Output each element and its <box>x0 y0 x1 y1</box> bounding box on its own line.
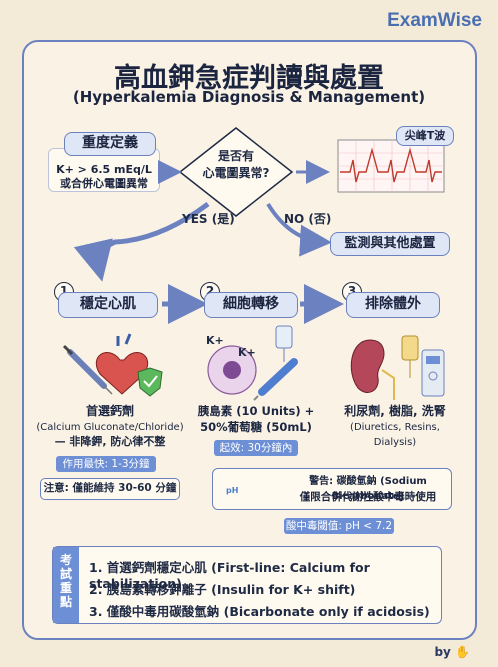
k-ion-label-1: K+ <box>206 334 224 347</box>
severe-line2: 或合併心電圖異常 <box>60 177 148 190</box>
kidney-icon <box>350 339 395 400</box>
dialysis-machine-icon <box>421 349 445 397</box>
insulin-pen-icon <box>253 358 298 401</box>
no-label: NO (否) <box>284 212 332 226</box>
step1-detail: (Calcium Gluconate/Chloride) <box>36 422 184 433</box>
summary-side-char: 考 <box>59 553 72 567</box>
warning-line2: 僅限合併代謝性酸中毒時使用 <box>299 491 437 503</box>
step1-onset-tag: 作用最快: 1-3分鐘 <box>56 456 156 472</box>
exam-summary: 考 試 重 點 1. 首選鈣劑穩定心肌 (First-line: Calcium… <box>52 546 442 624</box>
arrow-no-to-monitor <box>266 202 332 257</box>
monitor-box: 監測與其他處置 <box>330 232 450 256</box>
heart-icon <box>95 333 149 395</box>
step3-drug: 利尿劑, 樹脂, 洗腎 <box>344 404 446 418</box>
summary-side-char: 重 <box>59 581 72 595</box>
step2-title: 細胞轉移 <box>204 292 298 318</box>
warning-box <box>212 468 452 510</box>
summary-item: 3. 僅酸中毒用碳酸氫鈉 (Bicarbonate only if acidos… <box>89 604 430 619</box>
ecg-label: 尖峰T波 <box>396 126 454 146</box>
acidosis-threshold-tag: 酸中毒閾值: pH < 7.2 <box>284 518 394 534</box>
byline-text: by <box>434 645 451 659</box>
arrow-yes-to-step1 <box>73 201 210 282</box>
severe-heading: 重度定義 <box>64 132 156 156</box>
ecg-trace <box>340 147 442 183</box>
warning-line1: 警告: 碳酸氫鈉 (Sodium Bicarbonate) <box>309 476 427 502</box>
decision-diamond <box>178 127 294 217</box>
severe-line1: K+ > 6.5 mEq/L <box>56 163 152 176</box>
step1-detail2: — 非降鉀, 防心律不整 <box>54 435 166 448</box>
page-title: 高血鉀急症判讀與處置 <box>114 63 384 94</box>
cell-icon <box>207 345 257 395</box>
shield-icon <box>137 367 163 397</box>
page-subtitle: (Hyperkalemia Diagnosis & Management) <box>72 88 426 106</box>
step1-drug: 首選鈣劑 <box>85 404 134 418</box>
step1-title: 穩定心肌 <box>58 292 158 318</box>
step1-note: 注意: 僅能維持 30-60 分鐘 <box>40 478 180 500</box>
summary-side-char: 試 <box>59 567 72 581</box>
summary-side-char: 點 <box>59 595 72 609</box>
summary-item: 1. 首選鈣劑穩定心肌 (First-line: Calcium for sta… <box>89 560 370 591</box>
syringe-icon <box>62 344 113 395</box>
step3-detail: (Diuretics, Resins, Dialysis) <box>350 422 440 448</box>
decision-line2: 心電圖異常? <box>202 166 270 180</box>
brand-logo: ExamWise <box>387 10 482 31</box>
logo-icon: ✋ <box>455 645 470 659</box>
summary-side-label: 考 試 重 點 <box>53 547 79 623</box>
summary-item: 2. 胰島素轉移鉀離子 (Insulin for K+ shift) <box>89 582 356 597</box>
step2-drug2: 50%葡萄糖 (50mL) <box>200 420 312 434</box>
byline: by ✋ <box>434 645 470 659</box>
step2-onset-tag: 起效: 30分鐘內 <box>214 440 298 456</box>
k-ion-label-2: K+ <box>238 346 256 359</box>
ph-icon-label: pH <box>226 486 239 495</box>
yes-label: YES (是) <box>182 212 235 226</box>
step2-drug: 胰島素 (10 Units) + <box>197 404 315 418</box>
decision-line1: 是否有 <box>217 149 254 163</box>
iv-bag-icon-2 <box>401 335 419 378</box>
step3-title: 排除體外 <box>346 292 440 318</box>
iv-bag-icon <box>275 325 293 362</box>
